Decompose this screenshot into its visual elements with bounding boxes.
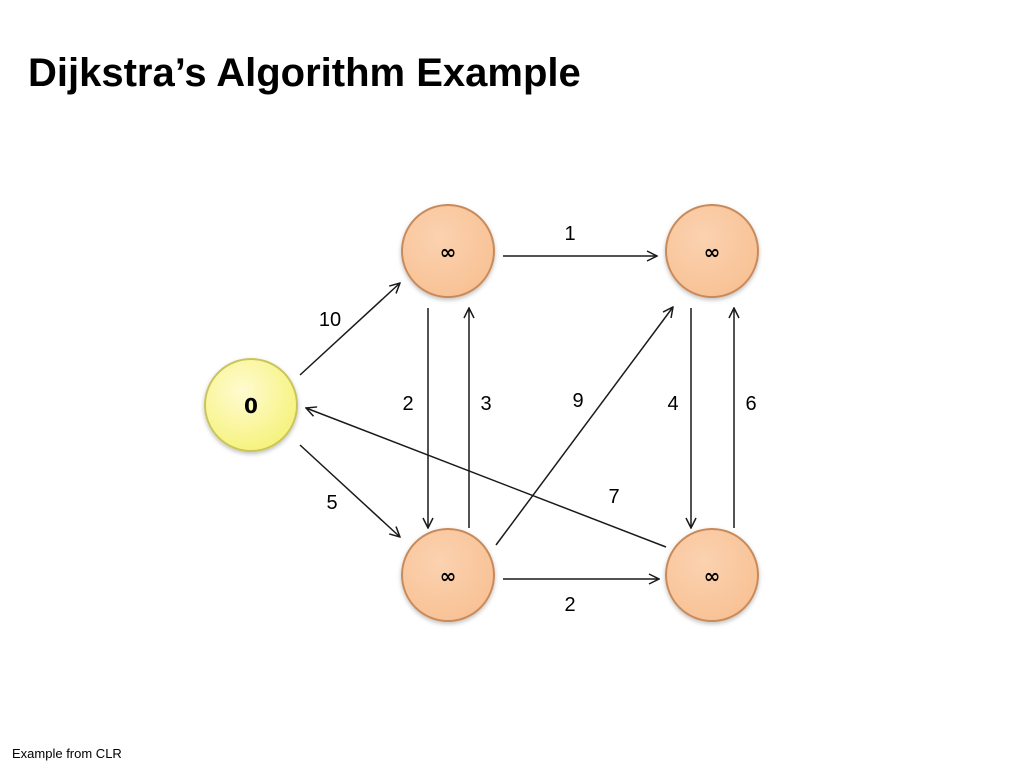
edge-arrow-x-v xyxy=(495,307,673,546)
node-label-y: ∞ xyxy=(704,564,721,588)
node-circle-x xyxy=(401,528,495,622)
node-circle-v xyxy=(665,204,759,298)
edge-weight-x-y: 2 xyxy=(564,594,575,616)
node-label-v: ∞ xyxy=(704,240,721,264)
edge-labels-layer: 10 5 1 2 3 9 2 4 6 7 xyxy=(319,223,757,616)
edge-weight-y-v: 6 xyxy=(745,393,756,415)
graph-node-u: ∞ xyxy=(401,204,495,298)
edge-weight-s-x: 5 xyxy=(326,492,337,514)
edge-weight-x-v: 9 xyxy=(572,390,583,412)
edge-weight-x-u: 3 xyxy=(480,393,491,415)
node-circle-y xyxy=(665,528,759,622)
graph-node-y: ∞ xyxy=(665,528,759,622)
slide-title: Dijkstra’s Algorithm Example xyxy=(28,51,581,95)
edge-weight-v-y: 4 xyxy=(667,393,678,415)
edge-arrow-s-u xyxy=(299,283,400,376)
node-label-x: ∞ xyxy=(440,564,457,588)
edge-arrow-y-s xyxy=(306,408,667,548)
edge-weight-y-s: 7 xyxy=(608,486,619,508)
node-label-s: 0 xyxy=(244,394,258,418)
node-label-u: ∞ xyxy=(440,240,457,264)
edge-weight-s-u: 10 xyxy=(319,309,341,331)
graph-node-v: ∞ xyxy=(665,204,759,298)
source-node: 0 xyxy=(204,358,298,452)
edges-layer xyxy=(299,256,734,579)
node-circle-s xyxy=(204,358,298,452)
graph-node-x: ∞ xyxy=(401,528,495,622)
edge-weight-u-v: 1 xyxy=(564,223,575,245)
footnote: Example from CLR xyxy=(12,746,122,761)
node-circle-u xyxy=(401,204,495,298)
nodes-layer: 0 ∞ ∞ ∞ ∞ xyxy=(204,204,759,622)
edge-weight-u-x: 2 xyxy=(402,393,413,415)
edge-arrow-s-x xyxy=(299,444,400,537)
